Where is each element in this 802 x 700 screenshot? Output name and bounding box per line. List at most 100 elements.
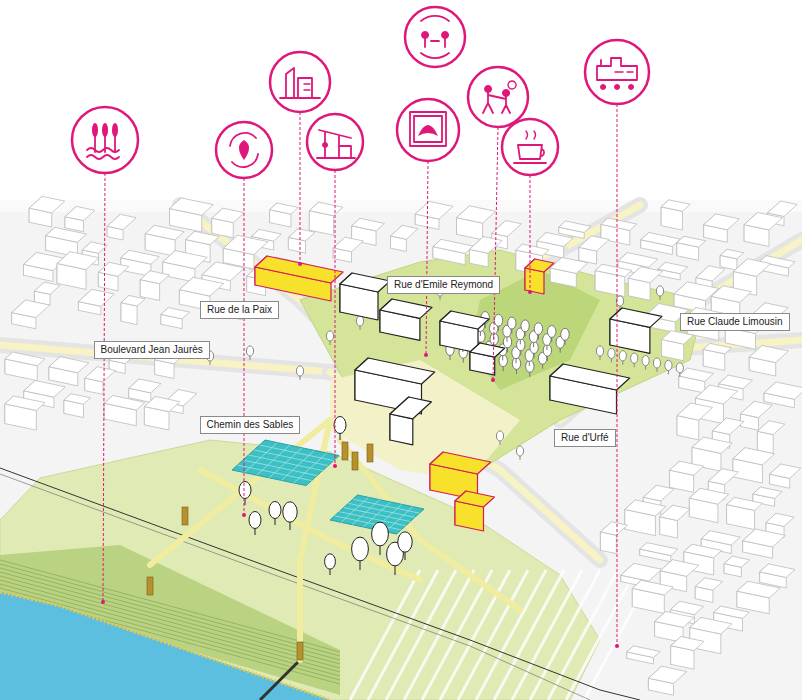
context-building: [704, 214, 740, 242]
context-building: [5, 352, 45, 381]
icons: [72, 7, 649, 178]
building-roof: [641, 232, 681, 246]
tree: [608, 348, 615, 362]
new-building: [550, 364, 630, 414]
tree: [676, 363, 683, 377]
context-building: [757, 421, 784, 454]
context-building: [65, 206, 95, 231]
building-roof: [601, 218, 637, 230]
existing-building: [430, 452, 491, 500]
context-building: [457, 206, 496, 240]
tree-canopy: [326, 331, 333, 341]
tree-canopy: [561, 328, 569, 340]
hatch-line: [350, 570, 420, 700]
building-roof: [288, 229, 315, 241]
tree-canopy: [534, 323, 542, 335]
leader-dot: [298, 262, 302, 266]
tree: [534, 323, 542, 339]
context-building: [140, 271, 169, 301]
building-roof: [679, 368, 714, 381]
building-roof: [764, 382, 802, 399]
tree-canopy: [508, 317, 516, 329]
building-roof: [98, 262, 129, 276]
tree-canopy: [296, 366, 303, 376]
teal-grid-line: [294, 453, 327, 483]
leader-line: [335, 170, 336, 466]
rail-line: [0, 468, 640, 700]
icon-stroke: [410, 112, 446, 146]
leader-dot: [242, 513, 246, 517]
tree: [246, 346, 253, 360]
tree-canopy: [494, 314, 502, 326]
context-building: [85, 367, 116, 395]
building-roof: [433, 239, 473, 253]
building-roof: [78, 289, 114, 306]
hatch-line: [440, 570, 510, 700]
leader-line: [617, 104, 618, 646]
building-roof: [352, 218, 385, 231]
context-building: [288, 229, 315, 253]
building-roof: [648, 666, 686, 683]
tree-canopy: [665, 360, 672, 370]
building-roof: [740, 401, 772, 417]
building-roof: [696, 266, 725, 281]
icon-shelter: [307, 114, 363, 170]
building-roof: [695, 385, 737, 404]
leader-line: [244, 178, 245, 515]
new-building: [470, 343, 505, 375]
context-building: [677, 236, 706, 260]
teal-grid-line: [353, 499, 420, 513]
building-roof: [677, 236, 706, 247]
building-roof: [5, 352, 45, 366]
tree-canopy: [239, 482, 251, 499]
existing-building: [255, 256, 343, 301]
building-roof: [579, 236, 609, 251]
tree-canopy: [596, 346, 603, 356]
context-building: [163, 251, 208, 283]
tree-canopy: [356, 316, 363, 326]
icon-fill: [239, 140, 249, 160]
tree-canopy: [334, 417, 346, 434]
context-building: [595, 264, 632, 296]
building-roof: [46, 227, 87, 242]
icon-reeds: [72, 107, 138, 173]
tree: [296, 366, 303, 380]
icon-leaf: [216, 122, 272, 178]
tree-canopy: [631, 353, 638, 363]
icon-ring: [468, 67, 528, 127]
tree: [642, 356, 649, 370]
tree: [548, 326, 556, 342]
building-roof: [595, 264, 632, 277]
context-building: [749, 345, 788, 376]
context-building: [29, 196, 65, 227]
icon-towers: [270, 52, 330, 112]
building-roof: [469, 237, 502, 254]
building-roof: [107, 214, 136, 229]
street-name: Rue de la Paix: [207, 304, 272, 315]
icon-fill: [322, 142, 328, 148]
context-building: [743, 529, 786, 558]
building-roof: [380, 299, 432, 318]
building-roof: [457, 206, 496, 223]
building-roof: [655, 611, 694, 627]
building-roof: [621, 563, 662, 581]
tree: [326, 331, 333, 345]
context-building: [662, 331, 694, 361]
tree: [494, 314, 502, 330]
icon-fill: [418, 125, 438, 136]
teal-grid-line: [254, 450, 328, 466]
icon-train: [585, 40, 649, 104]
building-roof: [202, 262, 244, 281]
icon-stroke: [483, 91, 510, 113]
tree-canopy: [521, 320, 529, 332]
building-roof: [704, 214, 740, 230]
building-roof: [223, 235, 268, 254]
icon-stroke: [280, 68, 320, 98]
building-roof: [660, 560, 699, 577]
context-building: [12, 300, 50, 329]
street-name: Boulevard Jean Jaurès: [101, 344, 203, 355]
building-roof: [29, 196, 65, 213]
building-roof: [690, 617, 732, 634]
tree: [656, 286, 663, 300]
